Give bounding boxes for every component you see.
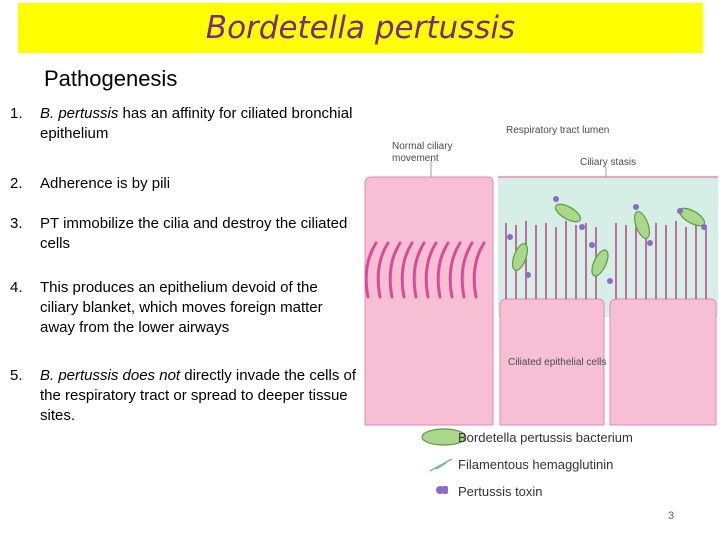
lumen-area bbox=[498, 177, 718, 317]
hemagglutinin-icon bbox=[429, 458, 453, 472]
bacteria-in-lumen bbox=[512, 203, 706, 277]
label-respiratory-lumen: Respiratory tract lumen bbox=[506, 125, 609, 136]
toxin-dots bbox=[507, 196, 707, 284]
ciliary-diagram: Normal ciliary movement Respiratory trac… bbox=[364, 125, 718, 494]
point-number: 5. bbox=[10, 367, 23, 384]
epithelial-cell-middle bbox=[499, 298, 605, 426]
point-text-italic: B. pertussis does not bbox=[40, 367, 181, 384]
slide-subtitle: Pathogenesis bbox=[44, 66, 178, 91]
slide-title: Bordetella pertussis bbox=[205, 10, 516, 46]
label-pointers bbox=[430, 160, 607, 177]
point-4: 4. This produces an epithelium devoid of… bbox=[10, 278, 360, 338]
point-text: Adherence is by pili bbox=[40, 175, 171, 192]
page-number: 3 bbox=[668, 510, 675, 522]
bacterium-icon bbox=[421, 428, 467, 446]
label-ciliary-stasis: Ciliary stasis bbox=[580, 157, 636, 168]
point-1: 1. B. pertussis has an affinity for cili… bbox=[10, 104, 360, 144]
point-text-regular: directly invade the cells of the respira… bbox=[40, 367, 356, 424]
label-ciliated-cells: Ciliated epithelial cells bbox=[508, 357, 606, 368]
point-text-regular: has an affinity for ciliated bronchial e… bbox=[40, 105, 353, 142]
point-number: 4. bbox=[10, 279, 23, 296]
legend-bacterium: Bordetella pertussis bacterium bbox=[458, 430, 633, 445]
moving-cilia bbox=[364, 241, 486, 299]
toxin-icon bbox=[436, 486, 448, 494]
stalled-cilia bbox=[505, 221, 707, 299]
legend-hemagglutinin: Filamentous hemagglutinin bbox=[458, 457, 614, 472]
point-text: B. pertussis has an affinity for ciliate… bbox=[40, 104, 360, 144]
epithelial-cell-right bbox=[609, 298, 717, 426]
point-number: 2. bbox=[10, 175, 23, 192]
legend-toxin: Pertussis toxin bbox=[458, 484, 543, 499]
point-text: B. pertussis does not directly invade th… bbox=[40, 366, 360, 426]
title-bar: Bordetella pertussis bbox=[18, 3, 703, 53]
point-text: PT immobilize the cilia and destroy the … bbox=[40, 215, 348, 252]
point-text-italic: B. pertussis bbox=[40, 105, 119, 122]
point-5: 5. B. pertussis does not directly invade… bbox=[10, 366, 360, 426]
point-2: 2. Adherence is by pili bbox=[10, 174, 360, 194]
point-number: 1. bbox=[10, 105, 23, 122]
point-number: 3. bbox=[10, 215, 23, 232]
epithelial-cell-left bbox=[364, 176, 494, 426]
label-normal-ciliary: Normal ciliary bbox=[392, 141, 453, 152]
point-text: This produces an epithelium devoid of th… bbox=[40, 279, 323, 336]
label-movement: movement bbox=[392, 153, 439, 164]
point-3: 3. PT immobilize the cilia and destroy t… bbox=[10, 214, 360, 254]
